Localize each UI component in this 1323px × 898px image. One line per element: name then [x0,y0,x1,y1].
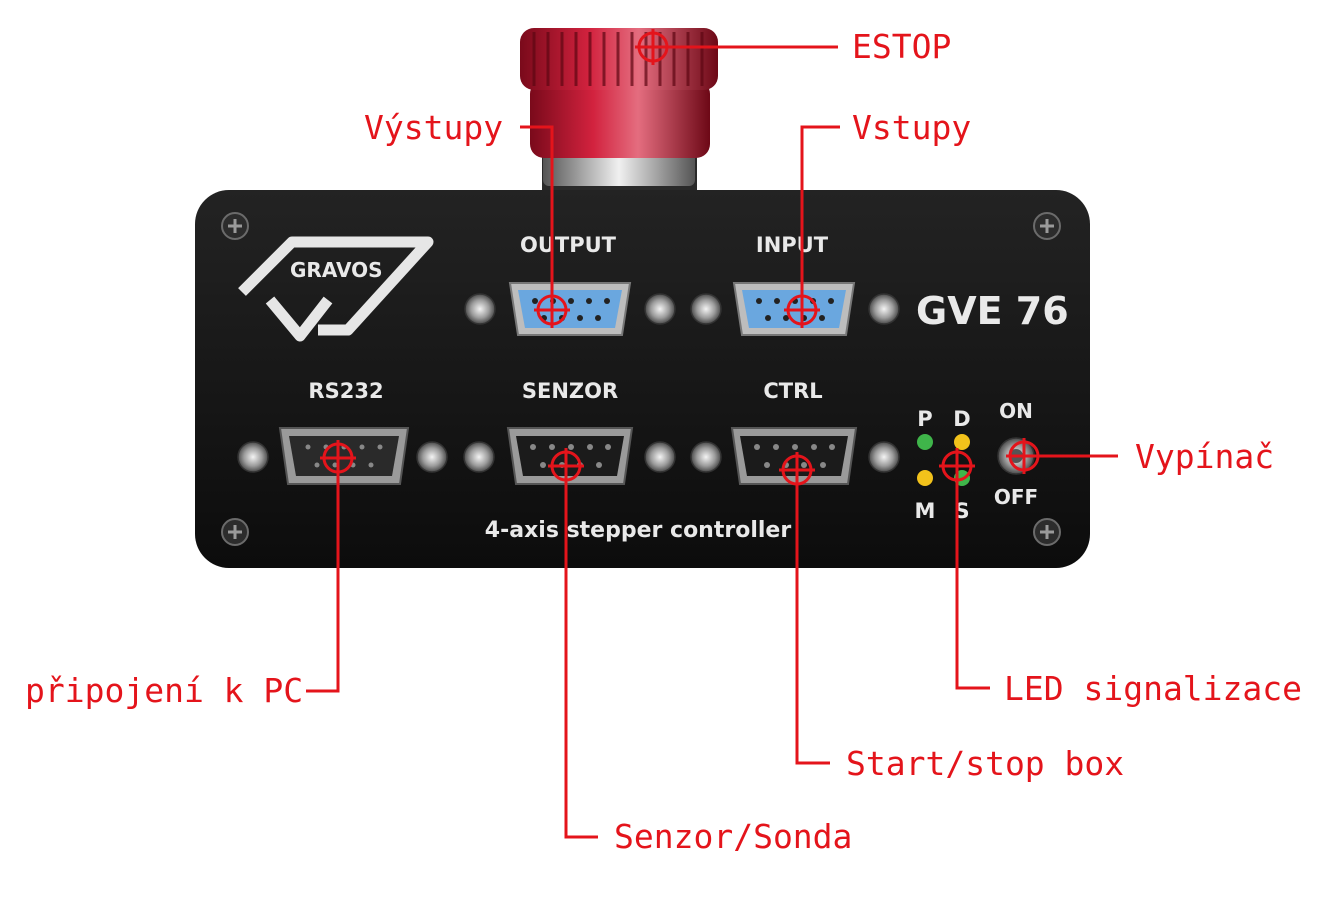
switch-off-label: OFF [994,485,1038,509]
led-p-label: P [917,407,932,431]
brand-text: GRAVOS [290,258,382,282]
model-label: GVE 76 [916,289,1069,333]
ctrl-label: CTRL [763,379,822,403]
jack-nuts [237,293,900,473]
senzor-label: SENZOR [522,379,618,403]
senzor-connector [506,427,634,485]
start-stop-callout: Start/stop box [846,744,1125,783]
switch-on-label: ON [999,399,1033,423]
vstupy-callout: Vstupy [852,108,972,147]
led-block [917,434,970,486]
senzor-callout: Senzor/Sonda [614,817,853,856]
crosshair-markers [320,29,1042,488]
callout-lines [306,45,1118,839]
led-d [954,434,970,450]
input-label: INPUT [756,233,829,257]
output-label: OUTPUT [520,233,617,257]
estop-button [520,28,718,192]
estop-callout: ESTOP [852,27,952,66]
vypinac-callout: Vypínač [1135,437,1275,476]
led-callout: LED signalizace [1004,669,1303,708]
rs232-connector [278,427,410,485]
pc-connection-callout: připojení k PC [25,671,304,710]
vystupy-callout: Výstupy [364,108,504,147]
led-m [917,470,933,486]
front-panel [195,190,1090,568]
led-p [917,434,933,450]
led-d-label: D [953,407,970,431]
rs232-label: RS232 [308,379,383,403]
gravos-logo [238,236,434,342]
led-m-label: M [915,499,936,523]
subtitle-label: 4-axis stepper controller [485,518,792,543]
